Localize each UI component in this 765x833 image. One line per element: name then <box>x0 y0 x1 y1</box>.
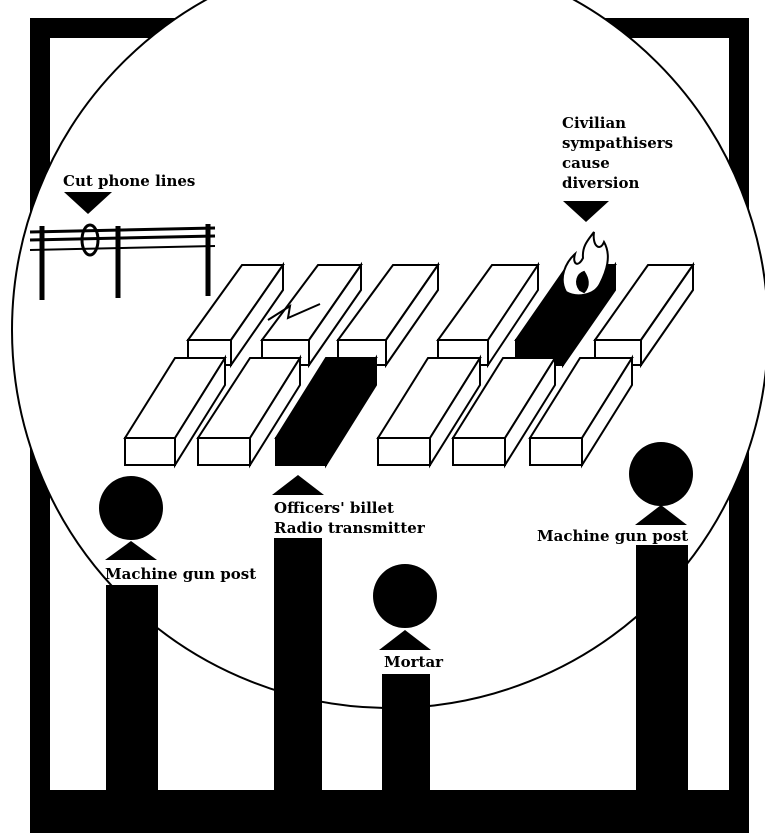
cut-wire-ring-icon <box>80 223 100 257</box>
radio-transmitter-label: Radio transmitter <box>274 519 426 537</box>
machine-gun-post-left-label: Machine gun post <box>105 565 256 583</box>
civilian-label-line4: diversion <box>562 174 639 192</box>
barrack-block <box>528 354 634 469</box>
officers-billet-column <box>272 475 324 790</box>
phone-lines-marker-icon <box>64 192 112 214</box>
machine-gun-post-right-label: Machine gun post <box>537 527 688 545</box>
position-dot-icon <box>99 476 163 540</box>
approach-column <box>106 585 158 790</box>
mortar-label: Mortar <box>384 653 444 671</box>
machine-gun-post-right <box>629 442 693 790</box>
mortar-position <box>373 564 437 790</box>
barrack-block <box>336 261 440 369</box>
up-marker-icon <box>635 505 687 525</box>
approach-column <box>382 674 430 790</box>
machine-gun-post-left <box>99 476 163 790</box>
telephone-poles <box>29 223 216 300</box>
up-marker-icon <box>272 475 324 495</box>
officers-billet-label: Officers' billet <box>274 499 394 517</box>
position-dot-icon <box>373 564 437 628</box>
position-dot-icon <box>629 442 693 506</box>
officers-billet-block <box>274 354 378 469</box>
barracks-front-row <box>123 354 634 469</box>
up-marker-icon <box>379 630 431 650</box>
civilian-label-line3: cause <box>562 154 610 172</box>
fire-icon <box>561 231 609 297</box>
up-marker-icon <box>105 541 157 560</box>
civilian-label-line2: sympathisers <box>562 134 673 152</box>
cut-phone-lines-label: Cut phone lines <box>63 172 195 190</box>
diversion-marker-icon <box>563 201 609 222</box>
barrack-block <box>451 354 557 469</box>
approach-column <box>274 538 322 790</box>
barrack-block <box>196 354 302 469</box>
barrack-block <box>123 354 227 469</box>
approach-column <box>636 545 688 790</box>
barrack-block <box>376 354 482 469</box>
civilian-label-line1: Civilian <box>562 114 626 132</box>
